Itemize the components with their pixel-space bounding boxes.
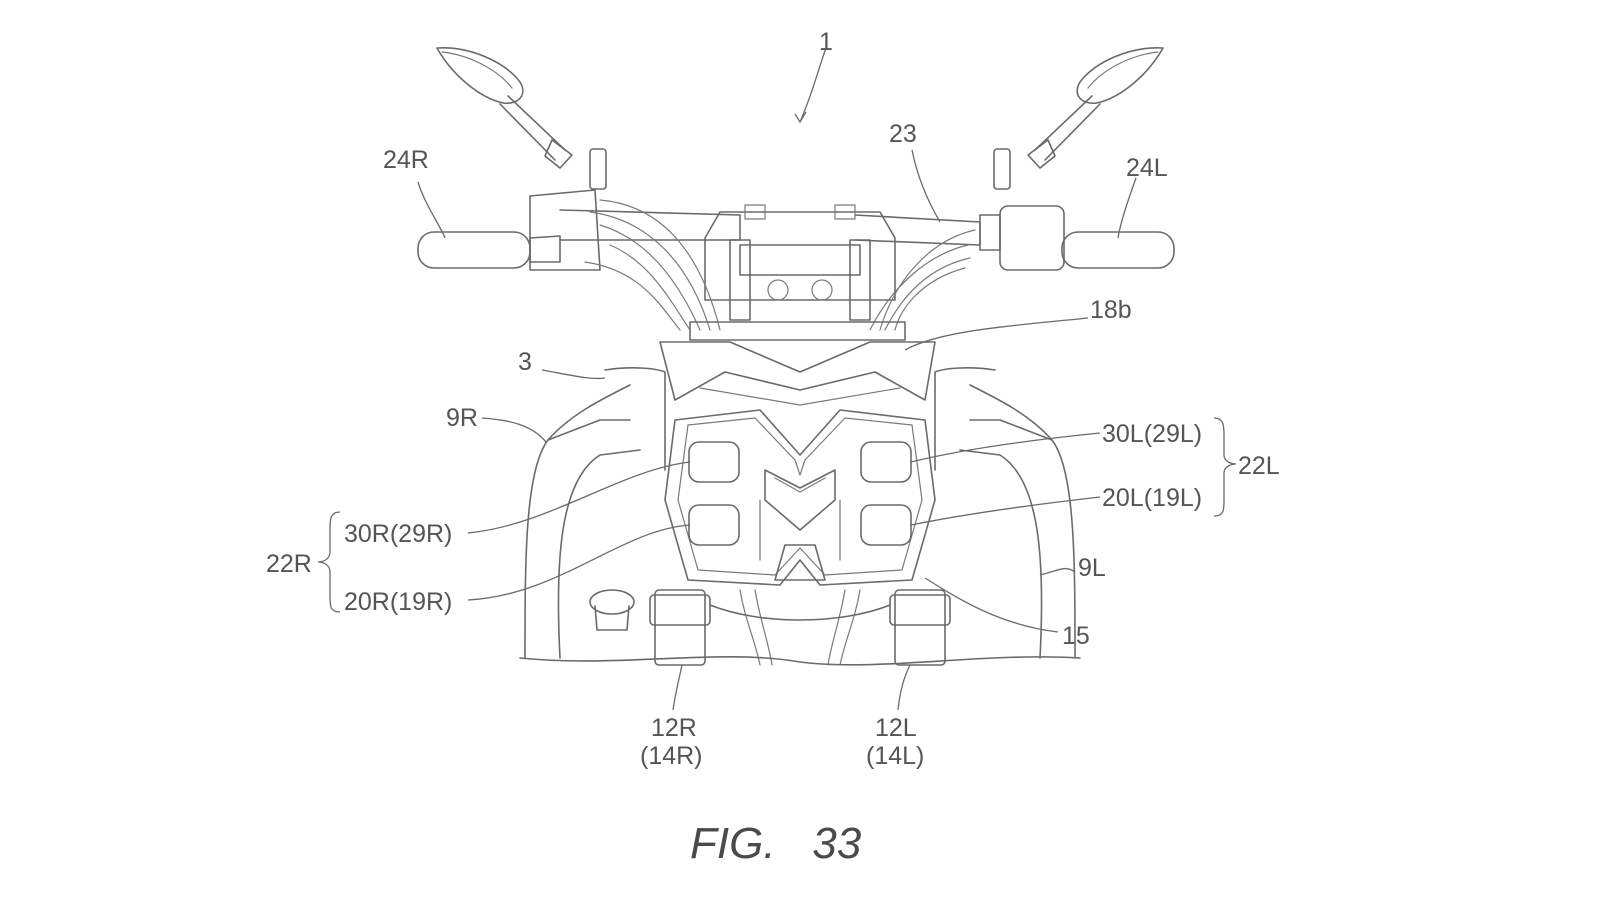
upper-left-lamp <box>860 441 912 483</box>
headlight-cluster <box>664 409 936 586</box>
brace-right <box>317 511 341 613</box>
figure-caption: FIG. 33 <box>690 819 862 868</box>
label-body: 3 <box>518 348 532 376</box>
instrument-cluster <box>704 204 896 321</box>
ground-line <box>519 656 1081 666</box>
label-group-right: 22R <box>266 550 312 578</box>
upper-right-lamp <box>688 441 740 483</box>
label-upper-left: 30L(29L) <box>1102 420 1202 448</box>
label-assembly: 1 <box>819 28 833 56</box>
label-lower-left: 20L(19L) <box>1102 484 1202 512</box>
right-handlebar <box>417 189 741 271</box>
label-frame: 15 <box>1062 622 1090 650</box>
label-lower-right: 20R(19R) <box>344 588 452 616</box>
label-handle-right: 24R <box>383 146 429 174</box>
label-handle-left: 24L <box>1126 154 1168 182</box>
lower-right-lamp <box>688 504 740 546</box>
label-fork-left: 12L <box>875 714 917 742</box>
label-side-right: 9R <box>446 404 478 432</box>
label-cover: 18b <box>1090 296 1132 324</box>
label-upper-right: 30R(29R) <box>344 520 452 548</box>
left-mirror <box>993 47 1164 190</box>
label-cable: 23 <box>889 120 917 148</box>
left-handlebar <box>854 205 1175 271</box>
brace-left <box>1213 417 1237 517</box>
front-cover <box>659 321 936 406</box>
lower-left-lamp <box>860 504 912 546</box>
leader-lines <box>417 47 1137 711</box>
front-forks <box>649 589 951 666</box>
reservoir-cap <box>589 589 635 631</box>
center-v-lamp <box>764 469 836 531</box>
label-fork-right-sub: (14R) <box>640 742 703 770</box>
right-mirror <box>436 47 607 190</box>
label-fork-left-sub: (14L) <box>866 742 924 770</box>
side-body-left <box>934 367 1076 659</box>
label-side-left: 9L <box>1078 554 1106 582</box>
label-fork-right: 12R <box>651 714 697 742</box>
label-group-left: 22L <box>1238 452 1280 480</box>
side-body-right <box>524 367 666 659</box>
cables <box>584 199 976 331</box>
